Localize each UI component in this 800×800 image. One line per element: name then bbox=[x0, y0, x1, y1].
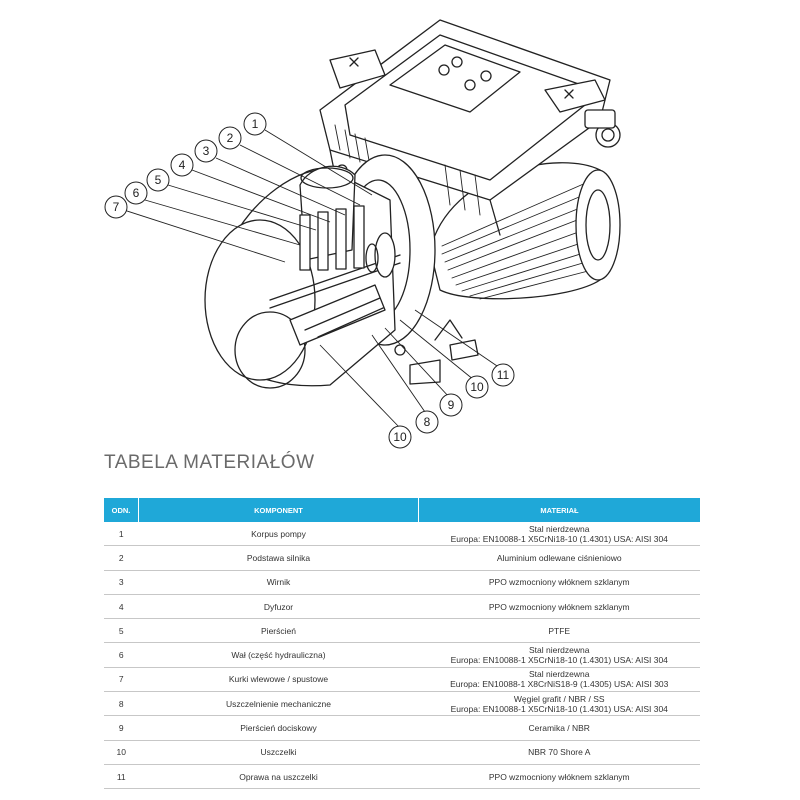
row-component: Pierścień bbox=[138, 618, 419, 644]
row-number: 2 bbox=[104, 545, 139, 571]
header-no: ODN. bbox=[104, 498, 139, 522]
svg-text:3: 3 bbox=[203, 144, 210, 158]
pump-body bbox=[204, 165, 396, 389]
callout-4: 4 bbox=[170, 153, 194, 177]
svg-text:4: 4 bbox=[179, 158, 186, 172]
row-material: PPO wzmocniony włóknem szklanym bbox=[418, 594, 700, 620]
svg-text:1: 1 bbox=[252, 117, 259, 131]
svg-text:5: 5 bbox=[155, 173, 162, 187]
callout-3: 3 bbox=[194, 139, 218, 163]
row-material: PPO wzmocniony włóknem szklanym bbox=[418, 570, 700, 595]
row-number: 3 bbox=[104, 570, 139, 595]
control-box bbox=[319, 19, 621, 236]
row-component: Wirnik bbox=[138, 570, 419, 595]
row-number: 9 bbox=[104, 715, 139, 741]
callout-10-upper: 10 bbox=[465, 375, 489, 399]
material-line: Aluminium odlewane ciśnieniowo bbox=[496, 552, 622, 563]
row-material: PPO wzmocniony włóknem szklanym bbox=[418, 764, 700, 790]
svg-text:10: 10 bbox=[470, 380, 484, 394]
row-component: Uszczelnienie mechaniczne bbox=[138, 691, 419, 717]
svg-text:2: 2 bbox=[227, 131, 234, 145]
material-line: PPO wzmocniony włóknem szklanym bbox=[488, 601, 630, 612]
material-line: Stal nierdzewna bbox=[529, 645, 590, 656]
row-number: 10 bbox=[104, 740, 139, 765]
row-component: Kurki wlewowe / spustowe bbox=[138, 667, 419, 693]
impeller-stack bbox=[269, 205, 401, 346]
row-number: 8 bbox=[104, 691, 139, 717]
svg-text:6: 6 bbox=[133, 186, 140, 200]
callout-6: 6 bbox=[124, 181, 148, 205]
material-line: PPO wzmocniony włóknem szklanym bbox=[488, 577, 630, 588]
row-component: Podstawa silnika bbox=[138, 545, 419, 571]
callout-2: 2 bbox=[218, 126, 242, 150]
material-line: Stal nierdzewna bbox=[529, 523, 590, 534]
svg-text:8: 8 bbox=[424, 415, 431, 429]
header-material: MATERIAŁ bbox=[418, 498, 700, 522]
row-number: 5 bbox=[104, 618, 139, 644]
row-number: 6 bbox=[104, 642, 139, 668]
row-material: PTFE bbox=[418, 618, 700, 644]
material-line: NBR 70 Shore A bbox=[528, 747, 591, 758]
material-line: Europa: EN10088-1 X8CrNiS18-9 (1.4305) U… bbox=[450, 679, 669, 690]
header-component: KOMPONENT bbox=[138, 498, 419, 522]
section-title: TABELA MATERIAŁÓW bbox=[104, 452, 315, 473]
row-material: NBR 70 Shore A bbox=[418, 740, 700, 765]
material-line: PPO wzmocniony włóknem szklanym bbox=[488, 771, 630, 782]
row-component: Wał (część hydrauliczna) bbox=[138, 642, 419, 668]
row-component: Pierścień dociskowy bbox=[138, 715, 419, 741]
material-line: Europa: EN10088-1 X5CrNi18-10 (1.4301) U… bbox=[450, 703, 668, 714]
callout-10-lower: 10 bbox=[388, 425, 412, 449]
material-line: Europa: EN10088-1 X5CrNi18-10 (1.4301) U… bbox=[450, 533, 668, 544]
motor-body bbox=[429, 162, 621, 300]
callout-5: 5 bbox=[146, 168, 170, 192]
row-component: Uszczelki bbox=[138, 740, 419, 765]
material-line: Węgiel grafit / NBR / SS bbox=[513, 693, 605, 704]
callout-7: 7 bbox=[104, 195, 128, 219]
row-number: 1 bbox=[104, 522, 139, 547]
svg-text:11: 11 bbox=[497, 368, 510, 382]
callout-9: 9 bbox=[439, 393, 463, 417]
row-number: 4 bbox=[104, 594, 139, 620]
material-line: PTFE bbox=[548, 625, 571, 636]
material-line: Stal nierdzewna bbox=[529, 669, 590, 680]
material-line: Europa: EN10088-1 X5CrNi18-10 (1.4301) U… bbox=[450, 655, 668, 666]
material-line: Ceramika / NBR bbox=[528, 723, 590, 734]
row-material: Ceramika / NBR bbox=[418, 715, 700, 741]
svg-text:7: 7 bbox=[113, 200, 120, 214]
callout-1: 1 bbox=[243, 112, 267, 136]
row-material: Aluminium odlewane ciśnieniowo bbox=[418, 545, 700, 571]
callout-8: 8 bbox=[415, 410, 439, 434]
row-number: 7 bbox=[104, 667, 139, 693]
table-header-row: ODN. KOMPONENT MATERIAŁ bbox=[104, 498, 700, 522]
pump-exploded-drawing: 1 2 3 4 5 6 7 8 9 10 10 11 bbox=[104, 19, 621, 449]
row-component: Dyfuzor bbox=[138, 594, 419, 620]
callout-11: 11 bbox=[491, 363, 515, 387]
row-component: Korpus pompy bbox=[138, 522, 419, 547]
row-component: Oprawa na uszczelki bbox=[138, 764, 419, 790]
svg-text:10: 10 bbox=[393, 430, 407, 444]
svg-text:9: 9 bbox=[448, 398, 455, 412]
row-number: 11 bbox=[104, 764, 139, 790]
